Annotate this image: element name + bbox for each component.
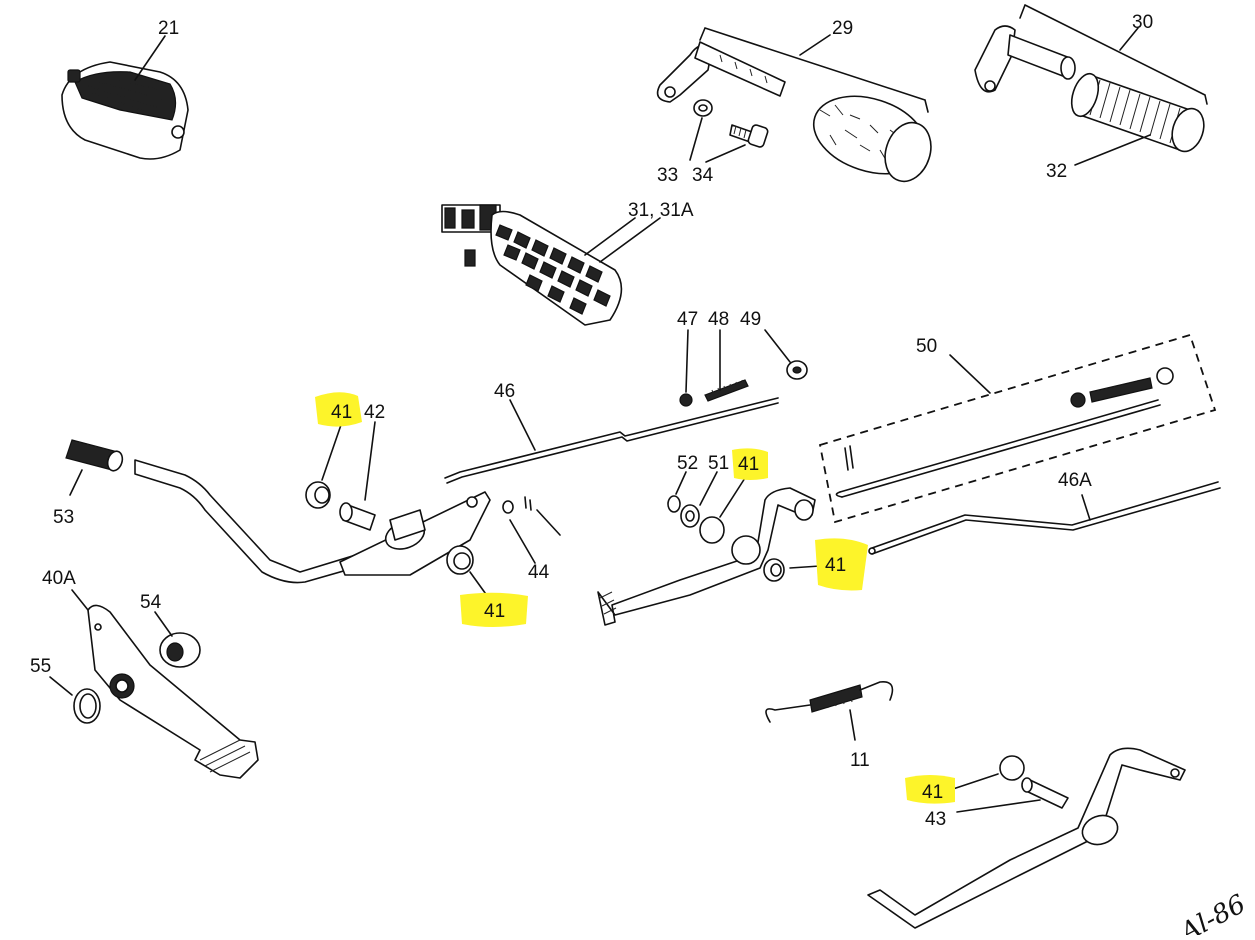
label-42: 42 (364, 402, 385, 423)
label-51: 51 (708, 453, 729, 474)
leader-21 (134, 35, 166, 81)
label-41-e: 41 (922, 782, 943, 803)
leader-51 (699, 471, 718, 506)
label-33: 33 (657, 165, 678, 186)
part-46a-rod (871, 481, 1221, 555)
label-40a: 40A (42, 568, 76, 589)
highlight-41-a (315, 392, 362, 427)
label-53: 53 (53, 507, 74, 528)
label-48: 48 (708, 309, 729, 330)
part-41-bush-e (999, 755, 1025, 781)
label-41-d: 41 (825, 555, 846, 576)
leader-43 (956, 799, 1041, 813)
highlight-41-e (905, 775, 955, 804)
label-41-a: 41 (331, 402, 352, 423)
label-31: 31, 31A (628, 200, 694, 221)
highlight-41-d (815, 538, 868, 591)
label-30: 30 (1132, 12, 1153, 33)
label-47: 47 (677, 309, 698, 330)
part-29-footrest (656, 41, 932, 183)
leader-42 (364, 421, 376, 501)
part-32-grip (1070, 72, 1205, 153)
part-brake-lever (134, 459, 491, 584)
label-46a: 46A (1058, 470, 1092, 491)
leader-33 (689, 117, 703, 161)
leader-46 (509, 399, 536, 451)
highlight-41-c (732, 448, 768, 480)
leader-32 (1074, 134, 1151, 166)
part-54-knob (159, 632, 201, 668)
part-50-box (818, 333, 1217, 524)
part-30-footrest (974, 25, 1076, 93)
leader-46a (1081, 494, 1091, 521)
label-43: 43 (925, 809, 946, 830)
label-54: 54 (140, 592, 162, 613)
part-46-rod (444, 397, 779, 479)
part-41-bush-d (763, 558, 785, 582)
part-11-spring (765, 681, 894, 723)
part-46-rod-edge (446, 402, 779, 484)
part-40a-bracket (87, 604, 259, 779)
leader-31 (584, 217, 661, 263)
leader-41-d (789, 565, 821, 569)
part-lower-lever (867, 747, 1186, 929)
bracket-30 (1019, 4, 1208, 105)
leader-11 (849, 709, 856, 741)
leader-50 (949, 354, 991, 394)
label-55: 55 (30, 656, 51, 677)
leader-53 (69, 469, 83, 496)
leader-55 (49, 676, 73, 696)
label-29: 29 (832, 18, 853, 39)
part-48-spring (704, 379, 749, 402)
part-53-rubber (65, 439, 124, 472)
label-21: 21 (158, 18, 179, 39)
label-32: 32 (1046, 161, 1067, 182)
label-41-b: 41 (484, 601, 505, 622)
part-47-ball (679, 393, 693, 407)
leader-47 (685, 329, 689, 393)
part-51-washer (680, 504, 700, 528)
label-46: 46 (494, 381, 515, 402)
leader-44 (509, 519, 536, 564)
leader-34 (705, 144, 746, 163)
part-52-clip (667, 495, 681, 513)
leader-41-c (719, 477, 746, 518)
signature: Al-86 (1174, 889, 1251, 935)
part-50-rod (835, 367, 1174, 498)
leader-49 (764, 329, 791, 363)
part-41-bush-a (305, 481, 331, 509)
label-11: 11 (850, 750, 870, 771)
part-42-sleeve (339, 502, 376, 531)
label-52: 52 (677, 453, 698, 474)
label-50: 50 (916, 336, 937, 357)
leader-54 (154, 611, 173, 637)
leader-40a (71, 589, 89, 611)
part-44-pin (502, 496, 561, 536)
part-33-washer (693, 99, 713, 117)
leader-41-e (949, 773, 999, 791)
part-41-bush-c (699, 516, 725, 544)
highlight-41-b (460, 592, 528, 627)
label-49: 49 (740, 309, 761, 330)
label-44: 44 (528, 562, 550, 583)
leader-29 (799, 34, 831, 56)
label-41-c: 41 (738, 454, 759, 475)
label-34: 34 (692, 165, 714, 186)
leader-41-a (321, 421, 343, 481)
part-43-pin (1021, 777, 1069, 809)
part-34-bolt (729, 124, 769, 148)
part-gear-lever (597, 487, 816, 626)
leader-30 (1119, 27, 1139, 51)
part-21-pedal (61, 61, 189, 160)
part-41-bush-b (446, 545, 474, 575)
part-31-footpeg (441, 204, 623, 326)
part-55-ring (73, 688, 101, 724)
leader-52 (675, 471, 687, 495)
part-49-nut (786, 360, 808, 380)
bracket-29 (699, 27, 929, 113)
